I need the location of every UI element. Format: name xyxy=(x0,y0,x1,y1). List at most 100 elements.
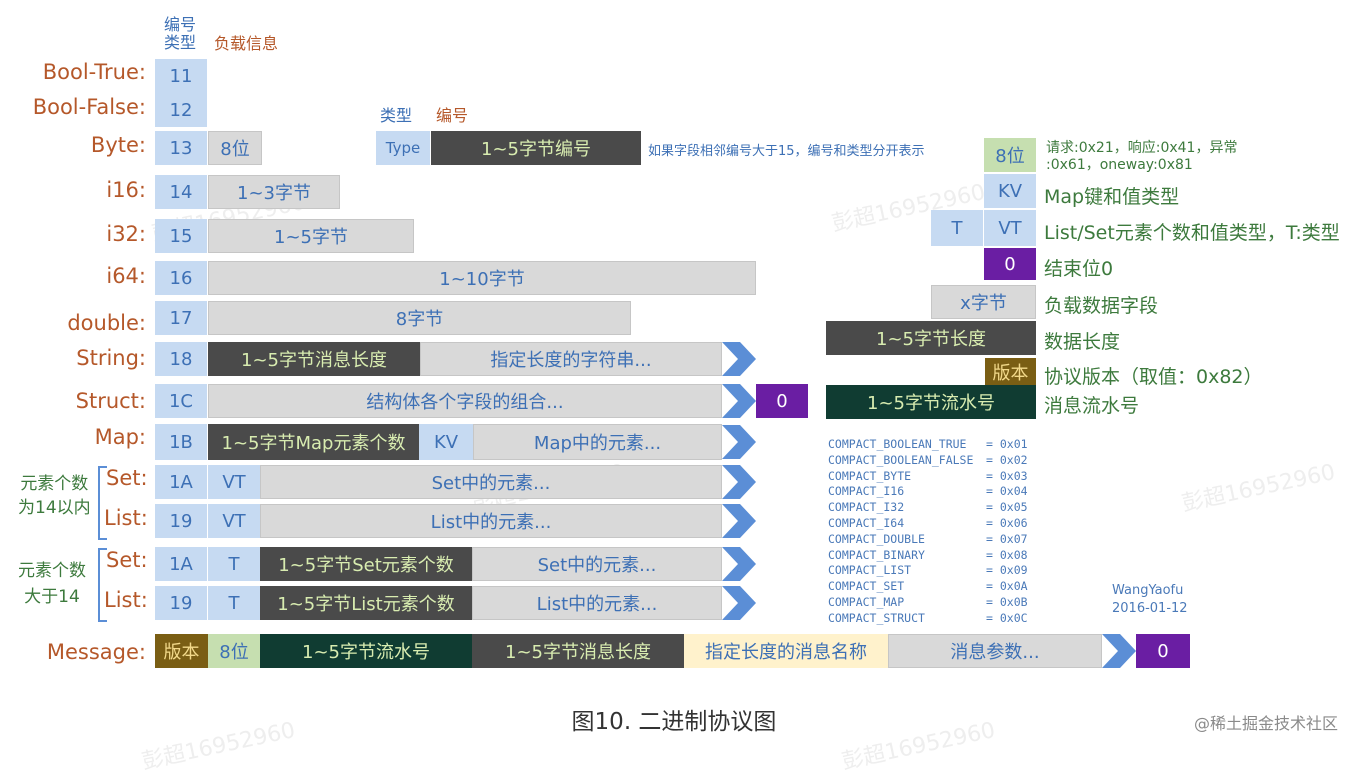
constant-name: COMPACT_BINARY xyxy=(828,547,925,562)
set-large-count: 1~5字节Set元素个数 xyxy=(260,547,472,581)
legend-text-bits-line1: 请求:0x21，响应:0x41，异常 xyxy=(1046,140,1238,156)
row-label-struct: Struct: xyxy=(75,389,146,413)
constant-name: COMPACT_I32 xyxy=(828,500,905,515)
author-date: 2016-01-12 xyxy=(1112,601,1188,616)
constant-name: COMPACT_DOUBLE xyxy=(828,531,925,546)
chevron-right-icon xyxy=(722,504,756,538)
row-label-set-small: Set: xyxy=(106,466,148,490)
field-type-box: Type xyxy=(376,131,430,165)
legend-text-bits-line2: :0x61，oneway:0x81 xyxy=(1046,157,1193,173)
type-id-bool-false: 12 xyxy=(155,93,208,127)
chevron-right-icon xyxy=(722,465,756,499)
row-label-list-large: List: xyxy=(104,588,148,612)
row-label-bool-true: Bool-True: xyxy=(42,60,146,84)
group-label-large-line1: 元素个数 xyxy=(18,561,86,581)
constant-value: = 0x08 xyxy=(986,547,1028,562)
constant-value: = 0x0B xyxy=(986,594,1028,609)
legend-text-payload: 负载数据字段 xyxy=(1044,295,1159,317)
constant-value: = 0x09 xyxy=(986,563,1028,578)
bracket-icon xyxy=(98,466,107,540)
message-length: 1~5字节消息长度 xyxy=(472,634,684,668)
constant-value: = 0x0C xyxy=(986,610,1028,625)
chevron-right-icon xyxy=(722,547,756,581)
constant-value: = 0x02 xyxy=(986,452,1028,467)
list-large-count: 1~5字节List元素个数 xyxy=(260,586,472,620)
legend-key-t: T xyxy=(931,210,983,246)
type-id-map: 1B xyxy=(155,424,208,460)
bracket-icon xyxy=(98,548,107,622)
field-header-note: 如果字段相邻编号大于15，编号和类型分开表示 xyxy=(648,144,925,159)
row-label-byte: Byte: xyxy=(90,133,146,157)
map-count: 1~5字节Map元素个数 xyxy=(208,424,419,460)
legend-text-end: 结束位0 xyxy=(1044,258,1114,280)
group-label-large: 元素个数 大于14 xyxy=(18,558,86,610)
type-id-i32: 15 xyxy=(155,219,208,253)
figure-caption: 图10. 二进制协议图 xyxy=(571,709,777,735)
header-type: 类型 xyxy=(380,106,413,125)
constant-value: = 0x05 xyxy=(986,500,1028,515)
legend-text-kv: Map键和值类型 xyxy=(1044,186,1180,208)
group-label-large-line2: 大于14 xyxy=(24,587,80,607)
string-length: 1~5字节消息长度 xyxy=(208,342,420,376)
header-id-type: 编号 类型 xyxy=(164,16,196,52)
list-small-vt: VT xyxy=(208,504,260,538)
message-params: 消息参数... xyxy=(888,634,1102,668)
type-id-set-large: 1A xyxy=(155,547,208,581)
row-label-i16: i16: xyxy=(106,178,146,202)
struct-content: 结构体各个字段的组合... xyxy=(208,384,722,418)
row-label-i32: i32: xyxy=(106,222,146,246)
row-label-message: Message: xyxy=(46,640,146,664)
type-id-i16: 14 xyxy=(155,175,208,209)
constant-name: COMPACT_LIST xyxy=(828,563,912,578)
payload-i64: 1~10字节 xyxy=(208,261,756,295)
constant-name: COMPACT_MAP xyxy=(828,594,905,609)
set-large-t: T xyxy=(208,547,260,581)
message-version: 版本 xyxy=(155,634,208,668)
message-seq: 1~5字节流水号 xyxy=(260,634,472,668)
constant-name: COMPACT_I16 xyxy=(828,484,905,499)
legend-key-seq: 1~5字节流水号 xyxy=(826,385,1036,419)
legend-text-length: 数据长度 xyxy=(1044,331,1121,353)
row-label-map: Map: xyxy=(94,425,146,449)
type-id-set-small: 1A xyxy=(155,465,208,499)
legend-text-vt: List/Set元素个数和值类型，T:类型 xyxy=(1044,222,1340,244)
map-kv: KV xyxy=(419,424,473,460)
type-id-byte: 13 xyxy=(155,131,208,165)
chevron-right-icon xyxy=(722,586,756,620)
legend-key-version: 版本 xyxy=(985,358,1036,386)
group-label-small: 元素个数 为14以内 xyxy=(18,472,91,520)
row-label-bool-false: Bool-False: xyxy=(32,95,146,119)
map-content: Map中的元素... xyxy=(473,424,722,460)
row-label-double: double: xyxy=(67,311,146,335)
chevron-right-icon xyxy=(722,342,756,376)
set-small-content: Set中的元素... xyxy=(260,465,722,499)
set-large-content: Set中的元素... xyxy=(472,547,722,581)
constant-value: = 0x0A xyxy=(986,579,1028,594)
string-content: 指定长度的字符串... xyxy=(420,342,722,376)
constant-name: COMPACT_STRUCT xyxy=(828,610,925,625)
header-payload: 负载信息 xyxy=(214,34,279,53)
payload-i16: 1~3字节 xyxy=(208,175,340,209)
author-block: WangYaofu 2016-01-12 xyxy=(1112,582,1188,618)
list-large-t: T xyxy=(208,586,260,620)
legend-key-length: 1~5字节长度 xyxy=(826,321,1036,355)
constant-name: COMPACT_SET xyxy=(828,579,905,594)
message-bits: 8位 xyxy=(208,634,260,668)
header-id-type-line2: 类型 xyxy=(164,33,197,52)
author-name: WangYaofu xyxy=(1112,583,1184,598)
credit-text: @稀土掘金技术社区 xyxy=(1193,714,1338,733)
constant-value: = 0x04 xyxy=(986,484,1028,499)
chevron-right-icon xyxy=(722,425,756,459)
legend-key-vt: VT xyxy=(984,210,1036,246)
field-number-box: 1~5字节编号 xyxy=(431,131,641,165)
type-id-struct: 1C xyxy=(155,384,208,418)
constant-name: COMPACT_BOOLEAN_FALSE xyxy=(828,452,974,467)
payload-i32: 1~5字节 xyxy=(208,219,414,253)
constant-name: COMPACT_I64 xyxy=(828,515,905,530)
legend-key-end: 0 xyxy=(984,248,1036,280)
legend-key-bits: 8位 xyxy=(984,138,1036,172)
legend-text-seq: 消息流水号 xyxy=(1044,395,1140,417)
type-id-bool-true: 11 xyxy=(155,59,208,93)
type-id-list-small: 19 xyxy=(155,504,208,538)
payload-byte: 8位 xyxy=(208,131,262,165)
